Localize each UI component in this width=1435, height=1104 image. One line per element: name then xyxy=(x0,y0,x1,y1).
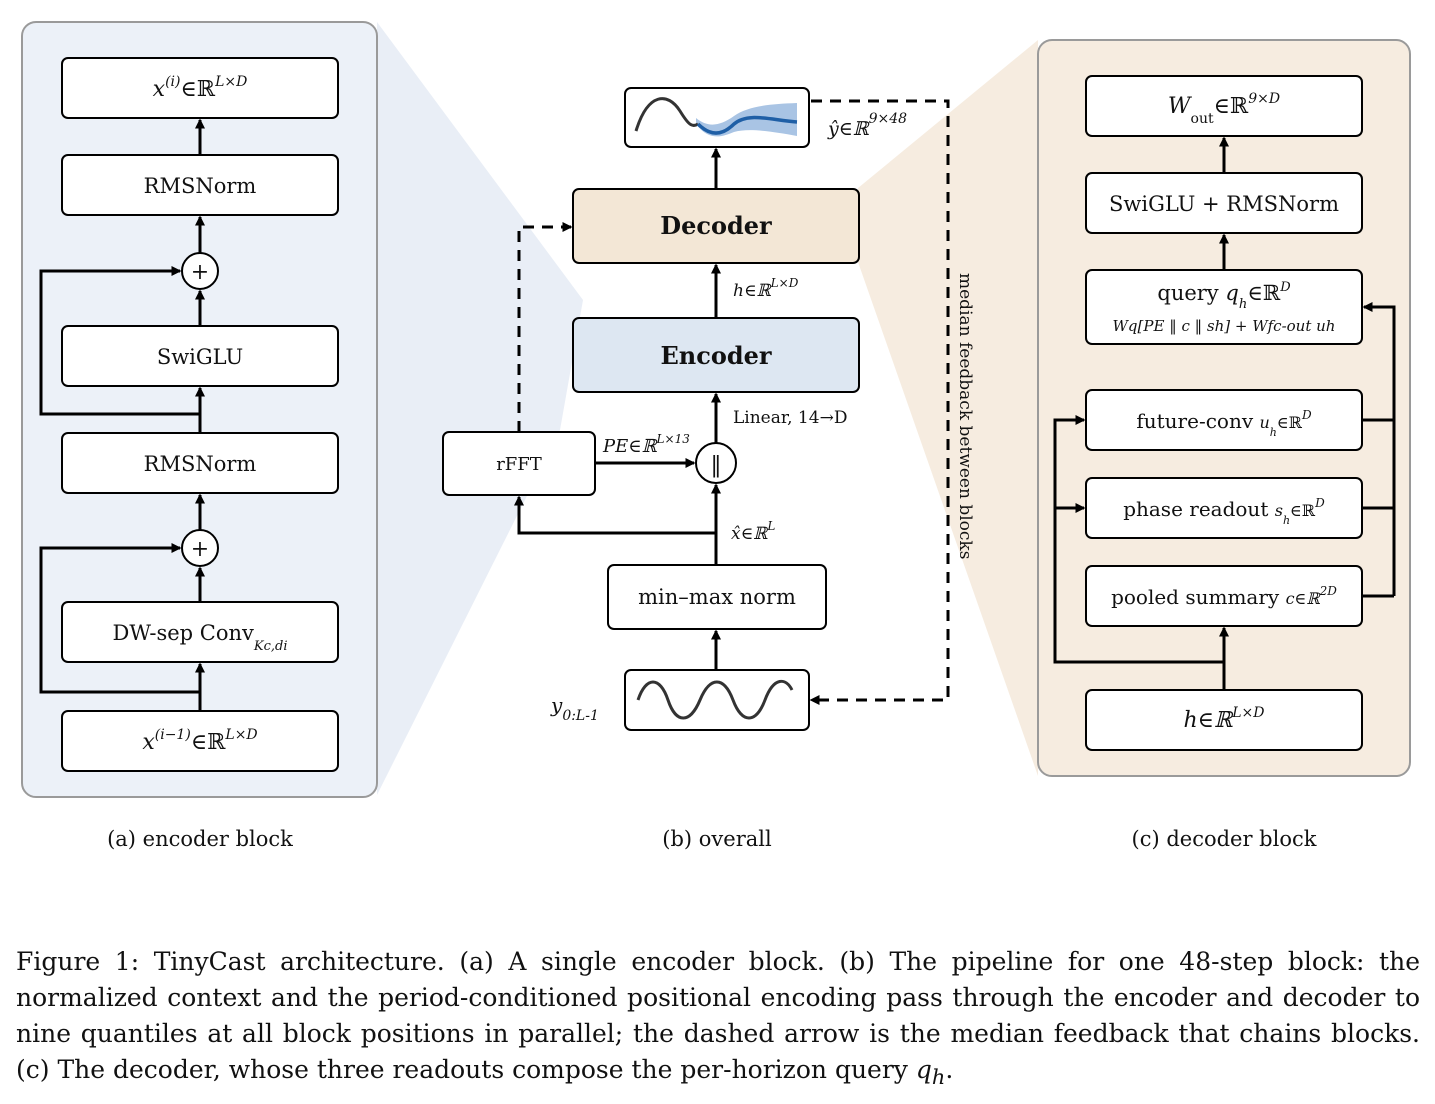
rmsnorm-mid-label: RMSNorm xyxy=(144,452,257,476)
panel-decoder-block: Wout∈ℝ9×D SwiGLU + RMSNorm query qh∈ℝD W… xyxy=(1037,39,1411,777)
svg-text:future-conv uh∈ℝD: future-conv uh∈ℝD xyxy=(1136,408,1312,439)
caption-encoder-block: (a) encoder block xyxy=(107,827,293,851)
swiglu-label: SwiGLU xyxy=(157,345,243,369)
forecast-median-curve xyxy=(696,115,798,135)
svg-text:‖: ‖ xyxy=(711,453,722,478)
svg-text:ŷ∈ℝ9×48: ŷ∈ℝ9×48 xyxy=(827,111,907,140)
svg-text:+: + xyxy=(191,260,209,285)
encoder-label: Encoder xyxy=(660,341,771,370)
swiglu-rmsnorm-label: SwiGLU + RMSNorm xyxy=(1109,192,1339,216)
caption-overall: (b) overall xyxy=(662,827,772,851)
panel-encoder-block: x(i)∈ℝL×D RMSNorm + SwiGLU RMSNorm + DW-… xyxy=(21,21,378,798)
minmax-norm-label: min–max norm xyxy=(638,585,796,609)
rfft-label: rFFT xyxy=(496,454,542,475)
query-formula: Wq[PE ‖ c ‖ sh] + Wfc-out uh xyxy=(1113,317,1336,335)
linear-projection-label: Linear, 14→D xyxy=(733,408,847,428)
rmsnorm-top-label: RMSNorm xyxy=(144,174,257,198)
svg-text:query qh∈ℝD: query qh∈ℝD xyxy=(1157,280,1291,312)
svg-text:y0:L-1: y0:L-1 xyxy=(550,693,599,724)
svg-text:+: + xyxy=(191,537,209,562)
panel-overall: ŷ∈ℝ9×48 Decoder h∈ℝL×D Encoder Linear, 1… xyxy=(442,87,975,731)
svg-text:phase readout sh∈ℝD: phase readout sh∈ℝD xyxy=(1123,496,1325,527)
caption-query-symbol: q xyxy=(915,1055,932,1084)
feedback-label: median feedback between blocks xyxy=(955,273,975,559)
svg-text:x̂∈ℝL: x̂∈ℝL xyxy=(731,519,775,544)
svg-text:DW-sep ConvKc,di: DW-sep ConvKc,di xyxy=(112,621,287,654)
output-state-box xyxy=(61,57,339,119)
svg-text:h∈ℝL×D: h∈ℝL×D xyxy=(733,276,799,301)
figure-caption-text: Figure 1: TinyCast architecture. (a) A s… xyxy=(16,947,1420,1084)
input-series-box xyxy=(624,669,810,731)
architecture-diagram: x(i)∈ℝL×D RMSNorm + SwiGLU RMSNorm + DW-… xyxy=(21,21,1411,851)
wout-box xyxy=(1085,75,1363,137)
zoom-fan-left xyxy=(377,22,583,795)
context-curve xyxy=(634,97,699,132)
svg-text:x(i−1)∈ℝL×D: x(i−1)∈ℝL×D xyxy=(142,727,257,755)
caption-decoder-block: (c) decoder block xyxy=(1132,827,1317,851)
svg-text:x(i)∈ℝL×D: x(i)∈ℝL×D xyxy=(153,74,248,102)
svg-text:PE∈ℝL×13: PE∈ℝL×13 xyxy=(602,432,690,457)
svg-text:pooled summary c∈ℝ2D: pooled summary c∈ℝ2D xyxy=(1111,584,1337,609)
svg-text:Wout∈ℝ9×D: Wout∈ℝ9×D xyxy=(1168,91,1280,127)
input-series-curve xyxy=(636,680,794,720)
svg-text:h∈ℝL×D: h∈ℝL×D xyxy=(1183,705,1264,733)
figure-caption: Figure 1: TinyCast architecture. (a) A s… xyxy=(16,947,1420,1089)
decoder-label: Decoder xyxy=(660,211,772,240)
